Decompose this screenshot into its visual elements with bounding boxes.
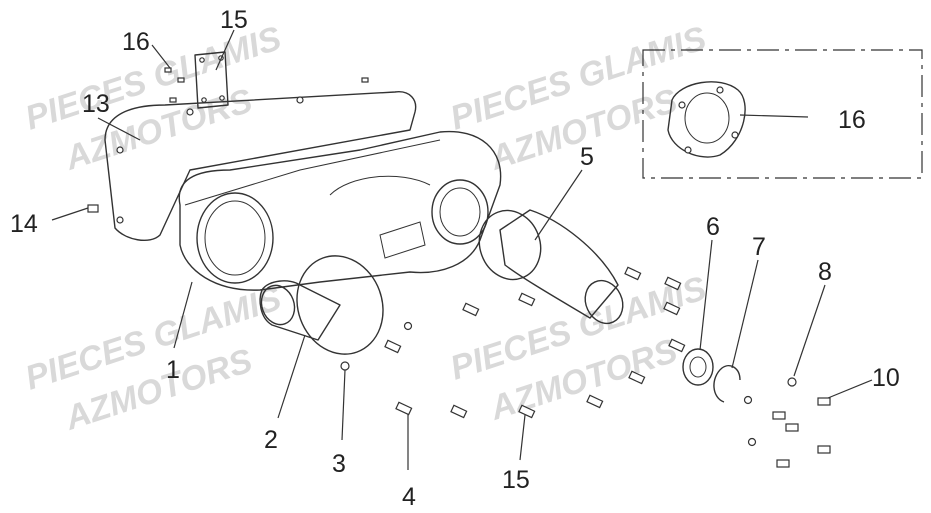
intake-boot-tube	[499, 209, 619, 319]
callout-labels: 16 15 13 14 1 2 3 4 15 5 6 7 8 10 16	[10, 6, 900, 511]
cover-plate-hole	[731, 131, 739, 139]
air-duct-tube	[259, 280, 341, 341]
screw-part	[361, 77, 369, 83]
air-duct-flange	[296, 255, 384, 355]
cover-intake-inner	[204, 200, 266, 276]
callout-2: 2	[264, 426, 278, 454]
callout-4: 4	[402, 483, 416, 511]
gasket-part	[104, 91, 417, 242]
cover-arm	[379, 221, 426, 259]
cover-bearing-inner	[439, 187, 481, 237]
callout-1: 1	[166, 356, 180, 384]
leader-lines	[51, 29, 873, 470]
callout-13: 15	[220, 6, 248, 34]
crankcase-cover-part	[178, 130, 502, 291]
cover-bearing-housing	[431, 179, 489, 245]
callout-12: 14	[10, 210, 38, 238]
callout-7: 7	[752, 233, 766, 261]
gasket-hole	[116, 216, 124, 224]
cover-plate-hole	[716, 86, 724, 94]
intake-boot-mouth	[584, 279, 624, 325]
callout-14: 16	[122, 28, 150, 56]
cover-plate-hole	[684, 146, 692, 154]
callout-5: 5	[580, 143, 594, 171]
inspection-cover-part	[194, 51, 229, 109]
intake-boot-flange	[478, 209, 542, 281]
callout-6: 6	[706, 213, 720, 241]
gasket-hole	[296, 96, 304, 104]
cover-screw	[219, 95, 225, 101]
callout-10: 10	[872, 364, 900, 392]
cover-intake-opening	[196, 192, 274, 284]
air-duct-mouth	[260, 284, 296, 326]
bolt-set	[87, 204, 831, 468]
circlip-part	[713, 364, 741, 403]
callout-3: 3	[332, 450, 346, 478]
cover-plate-hole	[678, 101, 686, 109]
callout-11: 13	[82, 90, 110, 118]
bearing-inner	[689, 356, 707, 378]
screw-part	[164, 67, 172, 73]
detail-box	[642, 49, 923, 179]
gasket-hole	[186, 108, 194, 116]
callout-16: 16	[838, 106, 866, 134]
bolt-part	[340, 361, 350, 371]
callout-8: 8	[818, 258, 832, 286]
bearing-part	[682, 348, 714, 386]
screw-part	[169, 97, 177, 103]
screw-part	[177, 77, 185, 83]
callout-15: 15	[502, 466, 530, 494]
cover-rib	[329, 175, 431, 196]
cover-screw	[201, 97, 207, 103]
gasket-hole	[116, 146, 124, 154]
cover-plate-center	[684, 92, 730, 144]
cover-rim	[184, 139, 441, 206]
cover-screw	[199, 57, 205, 63]
